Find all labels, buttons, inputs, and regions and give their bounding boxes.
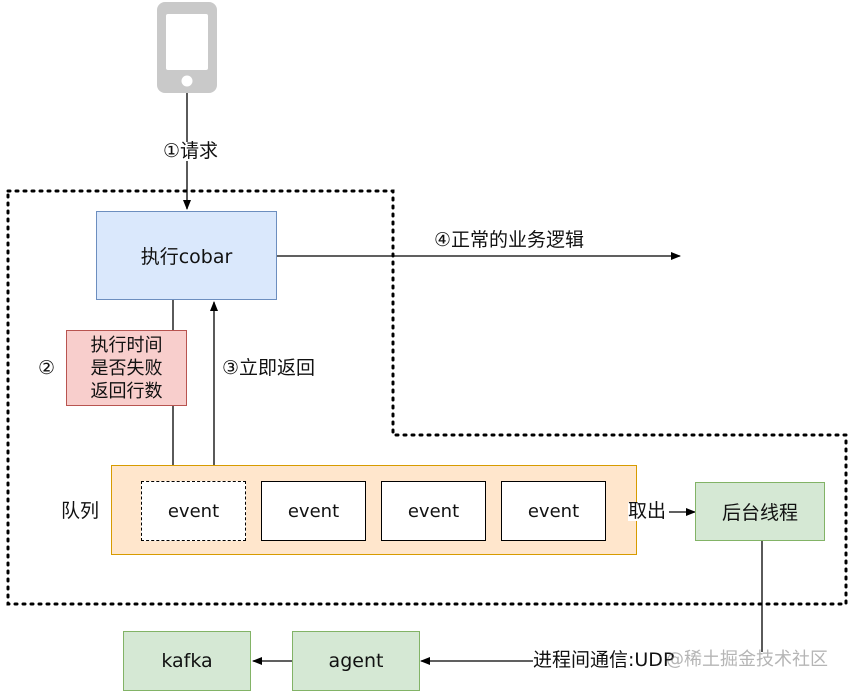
business-logic-label: ④正常的业务逻辑	[434, 229, 585, 251]
worker-label: 后台线程	[721, 502, 798, 524]
cobar-node: 执行cobar	[96, 211, 277, 300]
metrics-line-3: 返回行数	[90, 380, 163, 402]
kafka-label: kafka	[161, 650, 213, 672]
event-label: event	[287, 500, 340, 522]
ipc-label: 进程间通信:UDP	[533, 649, 677, 671]
event-label: event	[527, 500, 580, 522]
step2-label: ②	[38, 357, 56, 379]
kafka-node: kafka	[123, 631, 251, 691]
event-label: event	[407, 500, 460, 522]
metrics-node: 执行时间 是否失败 返回行数	[66, 330, 187, 406]
agent-label: agent	[328, 650, 384, 672]
queue-label: 队列	[61, 500, 100, 522]
metrics-line-2: 是否失败	[90, 357, 163, 379]
agent-node: agent	[292, 631, 420, 691]
event-node: event	[501, 481, 606, 541]
watermark: @稀土掘金技术社区	[666, 649, 828, 670]
metrics-line-1: 执行时间	[90, 334, 163, 356]
request-label: ①请求	[161, 140, 221, 162]
immediate-return-label: ③立即返回	[222, 357, 316, 379]
cobar-label: 执行cobar	[140, 246, 233, 268]
dotted-boundary	[6, 189, 848, 606]
take-out-label: 取出	[628, 500, 667, 522]
event-node-pending: event	[141, 481, 246, 541]
event-node: event	[381, 481, 486, 541]
phone-icon	[157, 2, 217, 93]
event-label: event	[167, 500, 220, 522]
worker-thread-node: 后台线程	[695, 482, 825, 541]
event-node: event	[261, 481, 366, 541]
